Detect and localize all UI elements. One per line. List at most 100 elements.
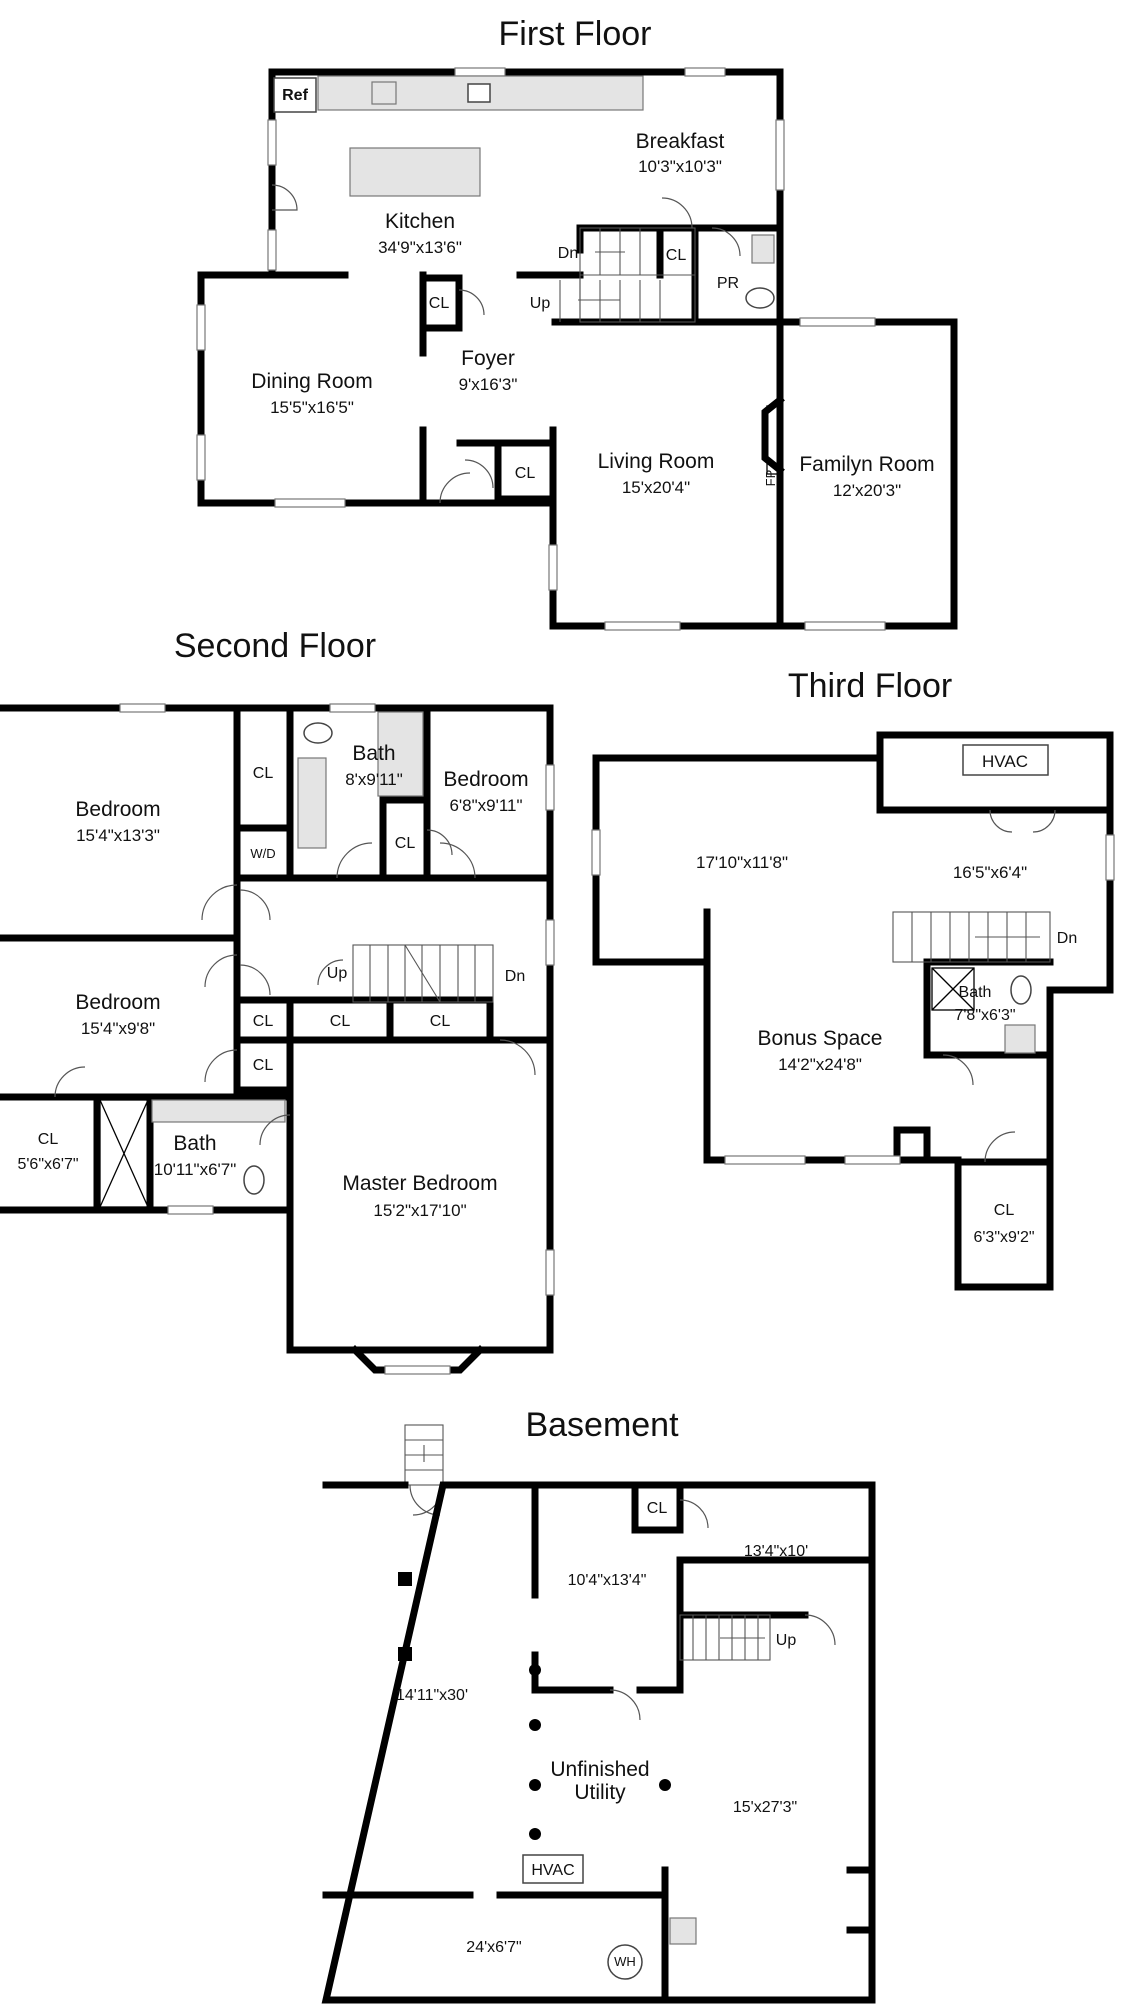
room-dimensions: 16'5"x6'4" [953,863,1027,882]
support-column [398,1647,412,1661]
washer-dryer-label: W/D [250,846,275,861]
third-floor: Third Floor HVAC Dn [591,667,1115,1291]
window [274,498,346,508]
second-floor-title: Second Floor [174,627,376,665]
powder-room-label: PR [717,275,739,292]
room-name: Bedroom [443,768,528,791]
door-swing [679,1499,709,1529]
shower [931,967,975,1011]
room-dimensions: 9'x16'3" [459,375,518,394]
window [545,764,555,811]
pr-toilet [745,287,775,309]
storage-bottom-wall [531,1651,614,1694]
room-dimensions: 15'x27'3" [733,1799,797,1816]
kitchen-sink [467,83,491,103]
stairs-up-label: Up [327,965,348,982]
room-dimensions: 15'4"x9'8" [81,1019,155,1038]
support-column [529,1828,541,1840]
pr-sink [751,234,775,264]
support-column [529,1719,541,1731]
room-dimensions: 8'x9'11" [345,770,403,789]
stair-wall [636,1611,809,1694]
room-name: Unfinished [550,1758,649,1781]
window [804,621,886,631]
basement-exterior-wall [321,1481,876,2004]
vanity [297,757,327,849]
room-name: Dining Room [251,370,372,393]
shower-cross [99,1099,149,1208]
window [267,119,277,166]
window [1105,834,1115,881]
window [684,67,726,77]
first-floor-exterior-wall [197,68,958,630]
window [548,544,558,591]
room-dimensions: 15'2"x17'10" [373,1201,466,1220]
window [329,703,376,713]
first-floor-title: First Floor [499,15,652,53]
door-swing [201,884,238,921]
door-swing [259,1114,291,1146]
stairs-up-label: Up [530,295,551,312]
window [167,1205,214,1215]
room-dimensions: 6'3"x9'2" [973,1229,1034,1246]
closet-label: CL [515,465,536,482]
toilet [243,1165,265,1195]
closet-box [233,1036,294,1094]
first-floor-stairs [559,227,696,323]
window [196,434,206,481]
closet-label: CL [395,835,416,852]
room-name: Master Bedroom [342,1172,497,1195]
door-swing [204,954,238,988]
shower [99,1099,149,1208]
room-dimensions: 14'11"x30' [396,1687,468,1704]
hvac-label: HVAC [982,752,1028,771]
room-dimensions: 14'2"x24'8" [778,1055,862,1074]
room-dimensions: 15'5"x16'5" [270,398,354,417]
basement-niche [846,1866,876,1934]
room-name: Bonus Space [758,1027,883,1050]
second-floor-exterior-wall [0,704,554,1354]
door-swing [711,227,741,257]
chase [893,1126,931,1164]
second-floor: Second Floor [0,627,555,1375]
room-dimensions: 24'x6'7" [466,1939,521,1956]
first-floor: First Floor FP [196,15,958,631]
door-swing [426,829,453,856]
room-name: Familyn Room [799,453,934,476]
room-dimensions: 6'8"x9'11" [449,796,522,815]
fireplace [766,405,781,475]
room-name: Living Room [598,450,715,473]
room-dimensions: 17'10"x11'8" [696,853,788,872]
door-swing [942,1054,974,1086]
stairs-up-label: Up [776,1632,797,1649]
window [844,1155,901,1165]
window [267,229,277,271]
vanity [151,1099,286,1123]
foyer-closet-upper [419,274,463,332]
closet-label: CL [666,247,687,264]
support-column [659,1779,671,1791]
basement: Basement Up CL [321,1406,876,2004]
basement-entry-stairs [404,1424,444,1486]
door-swing [464,459,494,489]
room-name: CL [38,1131,59,1148]
basement-title: Basement [525,1406,679,1444]
window [545,919,555,966]
foyer-closet-lower [494,439,557,503]
cooktop [371,81,397,105]
toilet [303,722,333,744]
bath-wall [923,958,1054,1059]
room-dimensions: 15'4"x13'3" [76,826,160,845]
door-swing [439,842,476,879]
utility-sink [669,1917,697,1945]
shower-cross [931,967,975,1011]
room-name: Bedroom [75,991,160,1014]
room-name: CL [994,1202,1015,1219]
fireplace-label: FP [763,470,778,487]
window [454,67,506,77]
closet-label: CL [430,1013,451,1030]
door-swing [661,197,693,229]
room-dimensions: 12'x20'3" [833,481,901,500]
third-floor-title: Third Floor [788,667,952,705]
second-floor-stairs [352,944,494,1003]
